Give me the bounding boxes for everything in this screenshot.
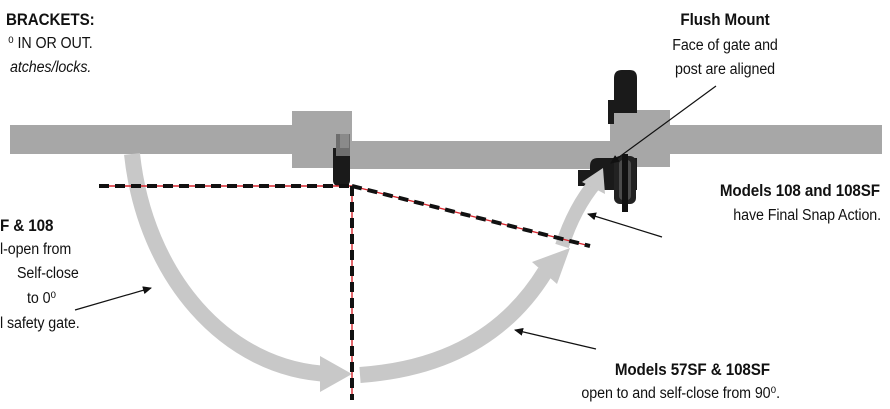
- gate-rail-left: [10, 125, 295, 154]
- brackets-line-2: atches/locks.: [10, 59, 92, 76]
- swing-arc-far-right-head: [582, 168, 605, 194]
- guide-line-diagonal: [351, 184, 591, 248]
- swing-arc-left-head: [320, 356, 352, 392]
- left-models-heading: F & 108: [0, 217, 54, 235]
- swing-arc-right-head: [532, 248, 570, 284]
- snap-action-line-1: have Final Snap Action.: [733, 207, 881, 224]
- flush-mount-line-1: Face of gate and: [672, 37, 778, 54]
- pointer-bottom-models: [514, 327, 597, 350]
- left-models-line-4: l safety gate.: [0, 315, 80, 332]
- brackets-heading: BRACKETS:: [6, 11, 95, 29]
- pointer-left-models: [74, 286, 152, 311]
- left-models-line-3: to 0⁰: [27, 290, 57, 307]
- left-models-line-1: l-open from: [0, 241, 72, 258]
- flush-mount-line-2: post are aligned: [674, 61, 775, 78]
- swing-arc-right: [359, 267, 552, 383]
- flush-mount-heading: Flush Mount: [680, 11, 770, 29]
- bottom-models-heading: Models 57SF & 108SF: [614, 361, 770, 379]
- pointer-snap-action: [587, 212, 663, 238]
- bottom-models-line-1: open to and self-close from 90⁰.: [581, 385, 780, 402]
- pointer-flush-mount: [610, 85, 717, 164]
- gate-rail-right: [670, 125, 882, 154]
- swing-arc-left: [124, 153, 331, 382]
- latch-left: [333, 134, 350, 186]
- left-models-line-2: Self-close: [17, 265, 79, 282]
- swing-arc-far-right: [555, 177, 602, 249]
- brackets-line-1: ⁰ IN OR OUT.: [8, 35, 93, 52]
- snap-action-heading: Models 108 and 108SF: [719, 182, 880, 200]
- gate-rail-middle: [350, 141, 593, 169]
